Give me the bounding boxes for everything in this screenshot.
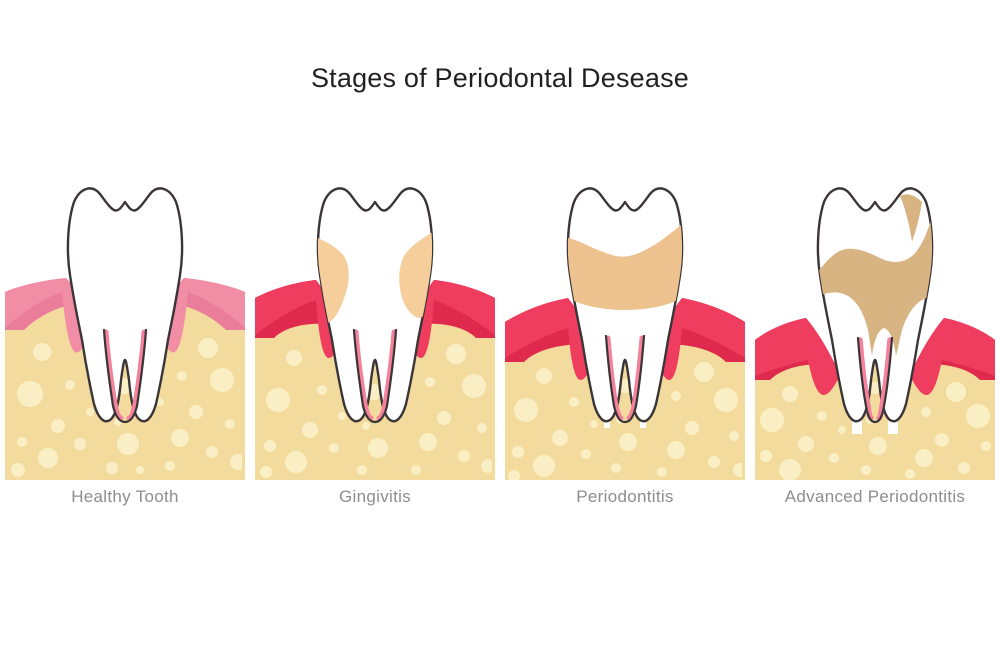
gum-left-1 [5, 278, 92, 353]
tooth-body-1 [66, 187, 184, 423]
root-outline-4 [856, 336, 894, 424]
stage-gingivitis[interactable]: Gingivitis [250, 180, 500, 540]
stage-label-advanced-periodontitis: Advanced Periodontitis [784, 487, 966, 506]
gum-right-2 [406, 280, 495, 359]
gum-left-3 [505, 298, 596, 380]
root-outline-3 [604, 334, 646, 424]
gingivitis-illustration [255, 187, 495, 480]
stage-label-periodontitis: Periodontitis [576, 487, 674, 506]
tartar-band-3 [567, 224, 683, 310]
bone-texture-4 [760, 382, 991, 480]
gum-left-2 [255, 280, 344, 359]
bone-base-4 [755, 434, 995, 480]
gum-right-3 [654, 298, 745, 380]
root-outline-2 [352, 328, 398, 424]
stage-healthy-tooth[interactable]: Healthy Tooth [0, 180, 250, 540]
stage-advanced-periodontitis[interactable]: Advanced Periodontitis [750, 180, 1000, 540]
gum-right-1 [158, 278, 245, 353]
tooth-body-2 [316, 187, 434, 423]
page-title: Stages of Periodontal Desease [310, 63, 690, 93]
periodontal-ligament-1 [103, 329, 147, 421]
stages-row: Healthy Tooth [0, 180, 1000, 540]
gum-right-4 [910, 318, 995, 396]
heavy-tartar-4 [817, 194, 933, 356]
periodontitis-illustration [505, 187, 745, 480]
healthy-tooth-illustration [5, 187, 245, 480]
periodontal-ligament-3 [605, 335, 645, 421]
bone-texture-2 [260, 344, 492, 478]
gum-left-4 [755, 318, 840, 396]
stage-label-healthy-tooth: Healthy Tooth [71, 487, 179, 506]
stage-label-gingivitis: Gingivitis [339, 487, 411, 506]
root-outline-1 [102, 328, 148, 424]
periodontal-ligament-2 [353, 329, 397, 421]
advanced-periodontitis-illustration [755, 187, 995, 480]
stage-periodontitis[interactable]: Periodontitis [500, 180, 750, 540]
